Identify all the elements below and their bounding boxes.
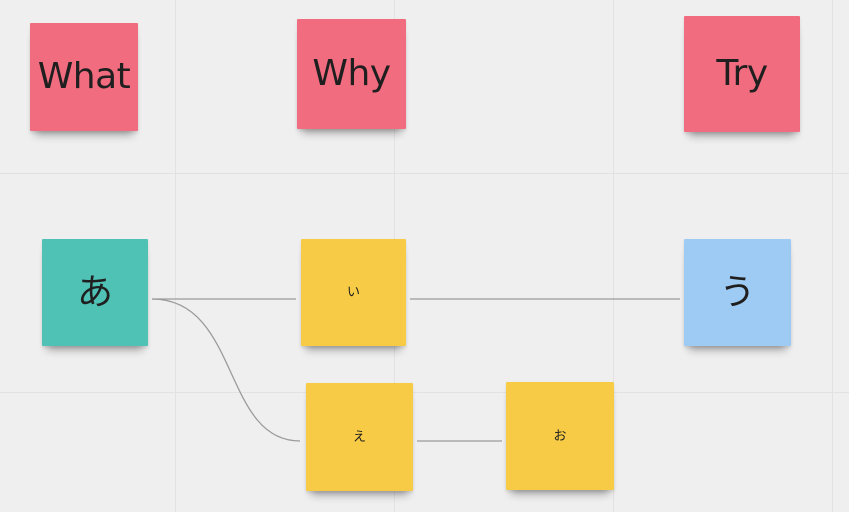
grid-line-horizontal	[0, 173, 849, 174]
sticky-note-e[interactable]: え	[306, 383, 413, 491]
sticky-header-why[interactable]: Why	[297, 19, 406, 129]
sticky-note-u-label: う	[719, 271, 756, 313]
sticky-note-i-label: い	[346, 285, 360, 300]
grid-line-vertical	[613, 0, 614, 512]
sticky-note-u[interactable]: う	[684, 239, 791, 346]
sticky-note-o-label: お	[553, 428, 567, 444]
grid-line-vertical	[175, 0, 176, 512]
connector-a-to-e[interactable]	[151, 298, 301, 442]
sticky-note-o[interactable]: お	[506, 382, 614, 490]
sticky-header-why-label: Why	[312, 53, 391, 94]
sticky-note-a[interactable]: あ	[42, 239, 148, 346]
sticky-note-a-label: あ	[76, 271, 113, 313]
sticky-note-i[interactable]: い	[301, 239, 406, 346]
sticky-header-try-label: Try	[716, 53, 768, 94]
grid-line-horizontal	[0, 392, 849, 393]
sticky-header-what[interactable]: What	[30, 23, 138, 131]
sticky-header-what-label: What	[37, 56, 131, 97]
sticky-note-e-label: え	[352, 429, 366, 445]
grid-line-vertical	[832, 0, 833, 512]
sticky-header-try[interactable]: Try	[684, 16, 800, 132]
